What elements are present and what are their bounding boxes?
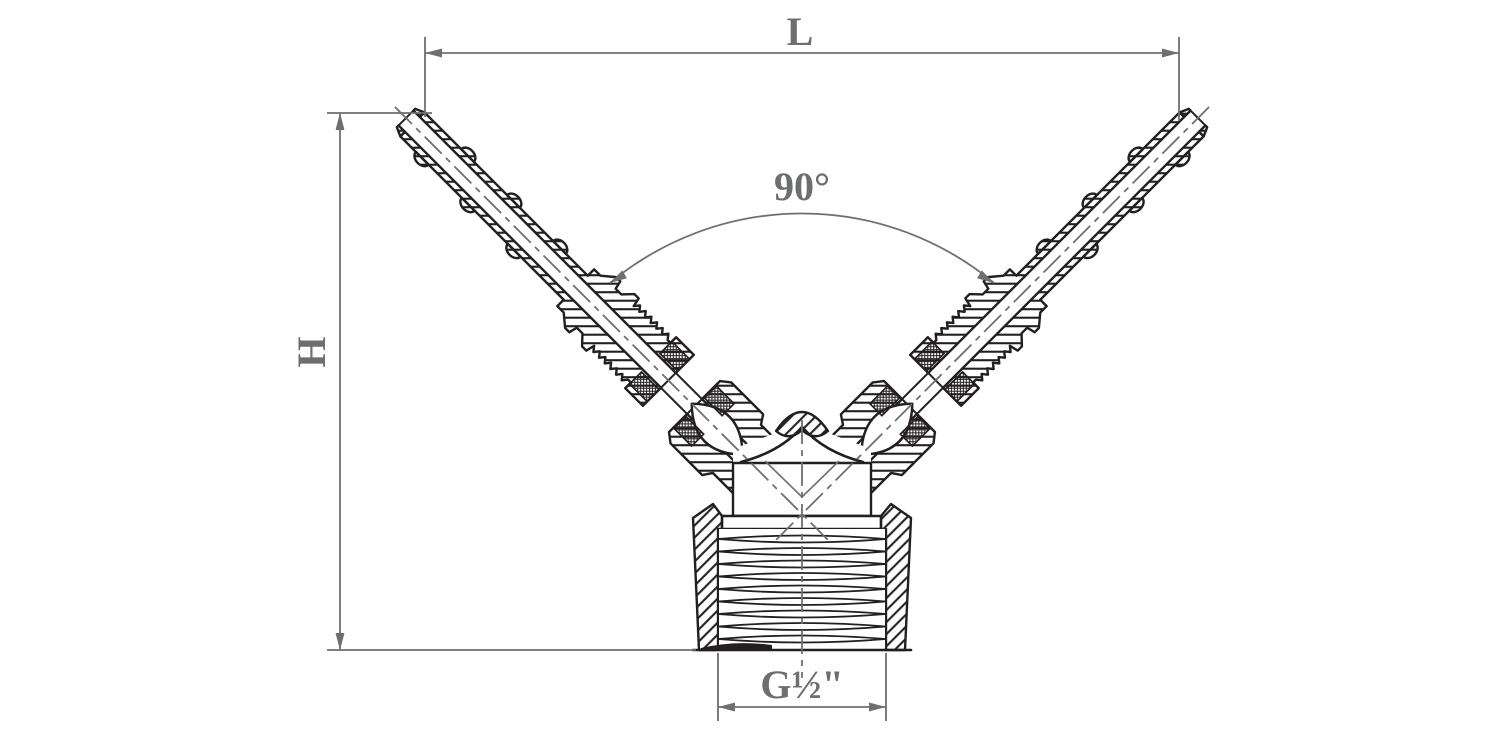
right-arm-centerline (773, 106, 1210, 543)
left-arm-centerline (394, 106, 831, 543)
dimension-thread: G½" (717, 653, 887, 721)
angle-label: 90° (774, 164, 830, 209)
dimension-length: L (424, 9, 1180, 121)
height-label: H (289, 336, 334, 367)
dimension-angle: 90° (609, 164, 995, 284)
dimension-height: H (289, 112, 696, 651)
center-body (691, 411, 913, 652)
centerlines (394, 106, 1210, 678)
thread-size-label: G½" (760, 662, 843, 707)
length-label: L (787, 9, 814, 54)
threaded-port (691, 529, 913, 652)
